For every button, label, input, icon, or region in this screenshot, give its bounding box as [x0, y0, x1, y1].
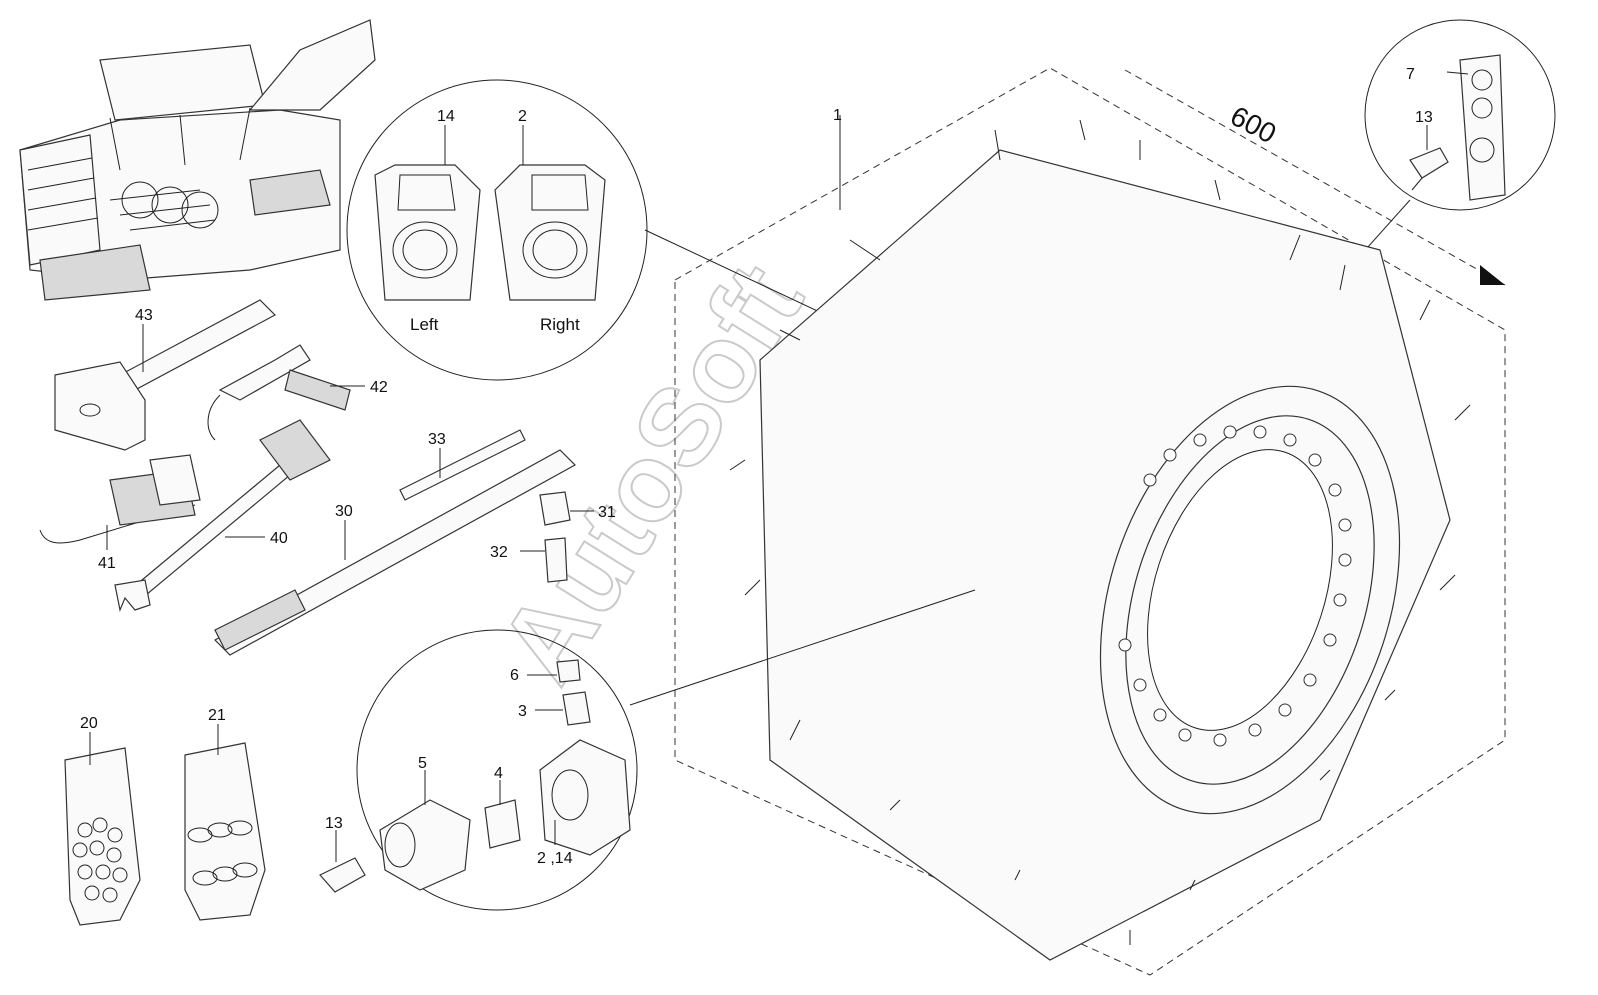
label-13-bottom: 13 — [325, 815, 343, 832]
bags-illustration — [64, 724, 266, 926]
milling-machine-illustration — [19, 19, 376, 301]
label-2-14: 2 ,14 — [537, 850, 573, 867]
label-2-top: 2 — [518, 108, 527, 125]
label-5: 5 — [418, 755, 427, 772]
label-33: 33 — [428, 431, 446, 448]
label-20: 20 — [80, 715, 98, 732]
leader-7 — [1446, 71, 1469, 75]
leader-detail-bottom — [629, 589, 976, 706]
cutter-drum — [729, 119, 1471, 961]
label-41: 41 — [98, 555, 116, 572]
label-21: 21 — [208, 707, 226, 724]
label-3: 3 — [518, 703, 527, 720]
label-42: 42 — [370, 379, 388, 396]
label-31: 31 — [598, 504, 616, 521]
drum-bounding-box — [674, 67, 1506, 976]
label-left: Left — [410, 315, 439, 334]
label-6: 6 — [510, 667, 519, 684]
label-right: Right — [540, 315, 580, 334]
label-1: 1 — [833, 107, 842, 124]
dimension-600: 600 — [1225, 100, 1281, 149]
tools-illustration — [39, 299, 594, 656]
label-4: 4 — [494, 765, 503, 782]
label-40: 40 — [270, 530, 288, 547]
label-7: 7 — [1406, 66, 1415, 83]
label-30: 30 — [335, 503, 353, 520]
detail-circle-assembly — [319, 589, 976, 911]
dimension-arrow — [1480, 265, 1505, 285]
label-14-top: 14 — [437, 108, 455, 125]
label-32: 32 — [490, 544, 508, 561]
detail-circle-holders — [346, 79, 976, 386]
label-43: 43 — [135, 307, 153, 324]
label-13-top: 13 — [1415, 109, 1433, 126]
